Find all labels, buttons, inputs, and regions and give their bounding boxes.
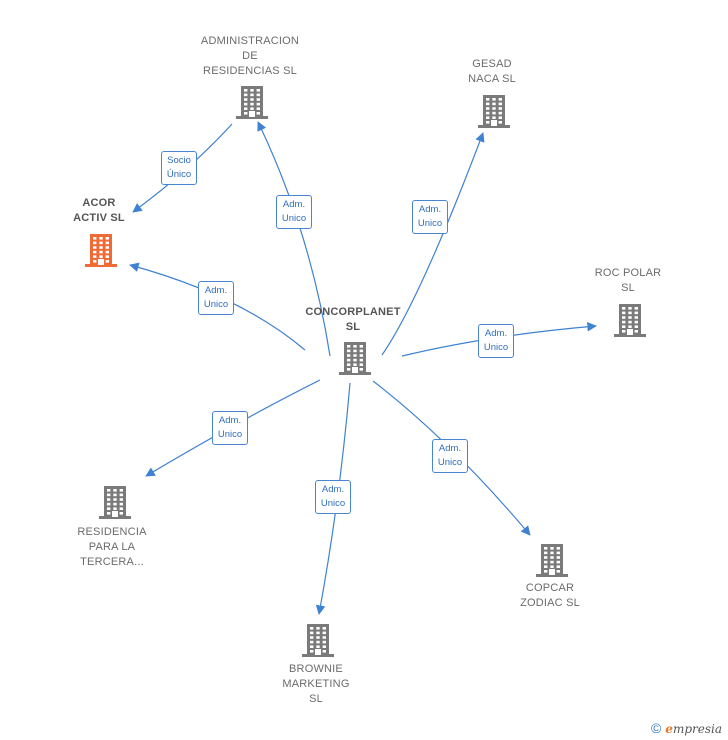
edge-label-concorplanet-to-administracion[interactable]: Adm. Unico [276, 195, 312, 229]
gesad-building-icon[interactable] [478, 95, 510, 128]
node-label-acor[interactable]: ACOR ACTIV SL [73, 197, 125, 224]
copyright: ©empresia [651, 720, 722, 736]
edge-label-concorplanet-to-residencia[interactable]: Adm. Unico [212, 411, 248, 445]
node-label-brownie[interactable]: BROWNIE MARKETING SL [282, 662, 350, 705]
brownie-building-icon[interactable] [302, 624, 334, 657]
node-label-residencia[interactable]: RESIDENCIA PARA LA TERCERA... [77, 525, 147, 568]
acor-building-icon[interactable] [85, 234, 117, 267]
node-label-roc[interactable]: ROC POLAR SL [594, 267, 662, 294]
node-label-concorplanet[interactable]: CONCORPLANET SL [305, 306, 401, 333]
brand-initial: e [665, 722, 673, 736]
brand-logo: empresia [665, 722, 722, 736]
edge-label-concorplanet-to-brownie[interactable]: Adm. Unico [315, 480, 351, 514]
residencia-building-icon[interactable] [99, 486, 131, 519]
roc-building-icon[interactable] [614, 304, 646, 337]
brand-rest: mpresia [672, 722, 722, 736]
edge-label-concorplanet-to-copcar[interactable]: Adm. Unico [432, 439, 468, 473]
node-label-copcar[interactable]: COPCAR ZODIAC SL [520, 582, 580, 609]
copyright-symbol: © [650, 720, 662, 736]
edge-concorplanet-to-administracion [257, 121, 331, 357]
edge-label-concorplanet-to-acor[interactable]: Adm. Unico [198, 281, 234, 315]
concorplanet-building-icon[interactable] [339, 342, 371, 375]
node-label-gesad[interactable]: GESAD NACA SL [468, 58, 516, 85]
administracion-building-icon[interactable] [236, 86, 268, 119]
edge-label-administracion-to-acor[interactable]: Socio Único [161, 151, 197, 185]
node-label-administracion[interactable]: ADMINISTRACION DE RESIDENCIAS SL [200, 34, 300, 77]
edge-label-concorplanet-to-roc[interactable]: Adm. Unico [478, 324, 514, 358]
edge-label-concorplanet-to-gesad[interactable]: Adm. Unico [412, 200, 448, 234]
copcar-building-icon[interactable] [536, 544, 568, 577]
edge-concorplanet-to-gesad [381, 132, 485, 356]
